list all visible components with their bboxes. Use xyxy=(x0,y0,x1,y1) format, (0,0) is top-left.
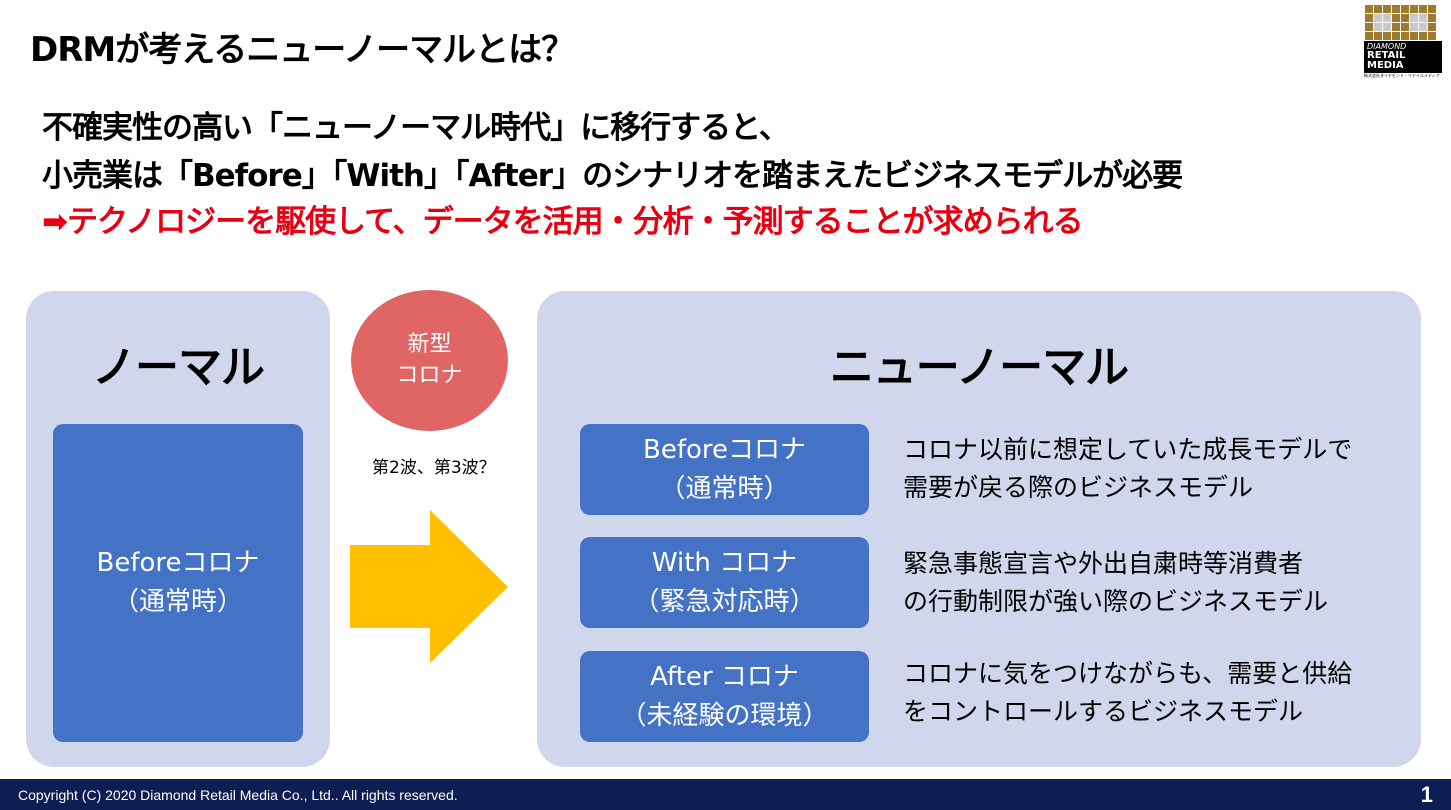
waves-label: 第2波、第3波？ xyxy=(372,458,496,478)
box-label: Beforeコロナ xyxy=(96,548,260,578)
desc-line: コロナ以前に想定していた成長モデルで xyxy=(903,435,1353,464)
logo-grid xyxy=(1364,4,1442,41)
logo-line: MEDIA xyxy=(1367,60,1404,71)
before-covid-desc: コロナ以前に想定していた成長モデルで 需要が戻る際のビジネスモデル xyxy=(903,431,1352,506)
with-covid-desc: 緊急事態宣言や外出自粛時等消費者 の行動制限が強い際のビジネスモデル xyxy=(903,545,1328,620)
lead-line: 小売業は「Before」「With」「After」のシナリオを踏まえたビジネスモ… xyxy=(42,158,1183,194)
covid-label: コロナ xyxy=(396,362,463,388)
covid-circle: 新型 コロナ xyxy=(351,290,508,431)
logo-text: DIAMOND RETAIL MEDIA xyxy=(1364,41,1442,73)
box-sublabel: （通常時） xyxy=(659,473,790,504)
covid-label: 新型 xyxy=(407,331,452,357)
arrow-right-icon xyxy=(350,510,508,663)
logo-line: RETAIL xyxy=(1367,50,1406,61)
box-sublabel: （緊急対応時） xyxy=(633,586,816,617)
page-number: 1 xyxy=(1420,782,1433,807)
copyright: Copyright (C) 2020 Diamond Retail Media … xyxy=(18,787,458,803)
box-label: Beforeコロナ xyxy=(642,434,806,465)
normal-before-box: Beforeコロナ （通常時） xyxy=(53,424,303,742)
lead-line: 不確実性の高い「ニューノーマル時代」に移行すると、 xyxy=(42,110,790,146)
footer: Copyright (C) 2020 Diamond Retail Media … xyxy=(0,779,1451,810)
new-normal-title: ニューノーマル xyxy=(829,342,1129,393)
before-covid-box: Beforeコロナ （通常時） xyxy=(580,424,869,515)
logo-line: DIAMOND xyxy=(1367,42,1407,51)
after-covid-box: After コロナ （未経験の環境） xyxy=(580,651,869,742)
desc-line: の行動制限が強い際のビジネスモデル xyxy=(903,586,1329,616)
company-logo: DIAMOND RETAIL MEDIA 株式会社ダイヤモンド・リテイルメディア xyxy=(1364,4,1442,94)
normal-title: ノーマル xyxy=(92,342,265,393)
desc-line: コロナに気をつけながらも、需要と供給 xyxy=(903,659,1353,688)
desc-line: 緊急事態宣言や外出自粛時等消費者 xyxy=(903,549,1304,578)
with-covid-box: With コロナ （緊急対応時） xyxy=(580,537,869,628)
lead-conclusion: ➡テクノロジーを駆使して、データを活用・分析・予測することが求められる xyxy=(42,204,1084,240)
box-label: With コロナ xyxy=(651,547,798,578)
box-sublabel: （通常時） xyxy=(112,587,243,617)
after-covid-desc: コロナに気をつけながらも、需要と供給 をコントロールするビジネスモデル xyxy=(903,655,1352,730)
new-normal-panel: ニューノーマル xyxy=(537,291,1421,767)
logo-subtext: 株式会社ダイヤモンド・リテイルメディア xyxy=(1364,73,1440,78)
box-label: After コロナ xyxy=(650,661,799,692)
slide-title: DRMが考えるニューノーマルとは？ xyxy=(30,30,575,70)
desc-line: 需要が戻る際のビジネスモデル xyxy=(903,472,1254,502)
box-sublabel: （未経験の環境） xyxy=(620,700,829,731)
desc-line: をコントロールするビジネスモデル xyxy=(903,696,1304,726)
